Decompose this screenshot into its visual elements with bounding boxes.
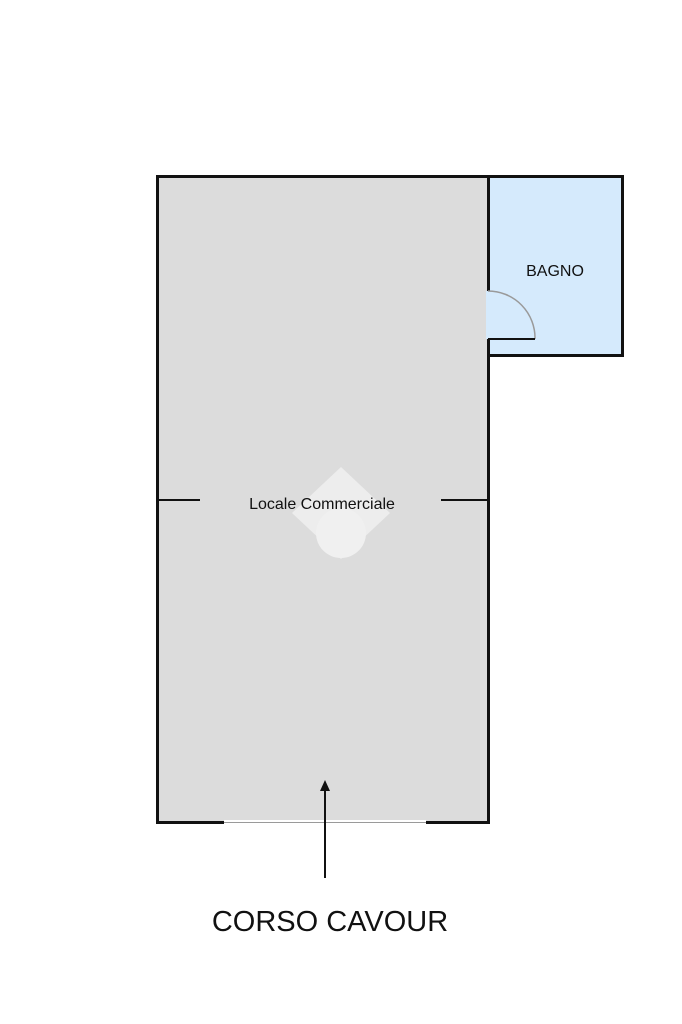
street-label: CORSO CAVOUR <box>212 906 448 938</box>
door-swing-icon <box>487 290 536 340</box>
location-pin-watermark-icon <box>292 467 390 559</box>
room-label-main: Locale Commerciale <box>249 496 395 513</box>
room-label-bathroom: BAGNO <box>526 263 584 280</box>
arrow-up-icon <box>320 780 330 878</box>
